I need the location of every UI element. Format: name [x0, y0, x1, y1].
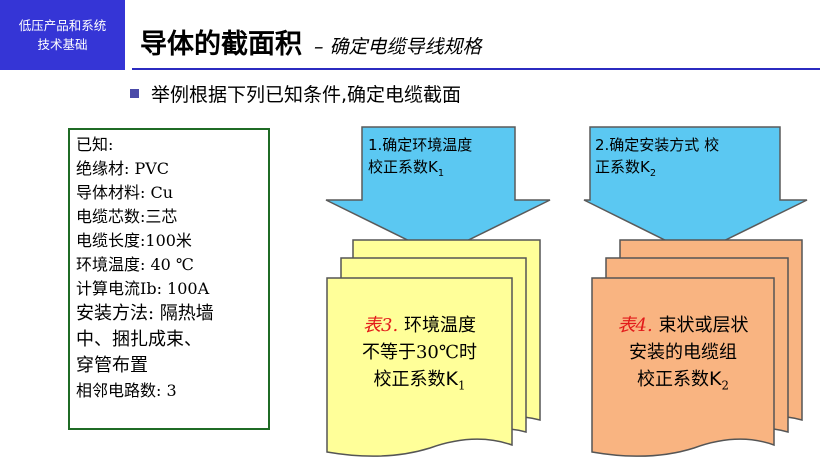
step-1-arrow-icon — [325, 126, 551, 256]
known-conditions-box: 已知: 绝缘材: PVC 导体材料: Cu 电缆芯数:三芯 电缆长度:100米 … — [68, 128, 270, 430]
table-3-text: 表3. 环境温度 不等于30℃时 校正系数K1 — [327, 312, 512, 400]
title-main: 导体的截面积 — [140, 29, 302, 60]
known-item-install-1: 安装方法: 隔热墙 — [76, 303, 214, 324]
known-heading: 已知: — [76, 135, 114, 154]
step-1-line-2: 校正系数K1 — [368, 158, 445, 179]
table-3-line-2: 不等于30℃时 — [361, 342, 478, 363]
title-sub: – 确定电缆导线规格 — [314, 36, 482, 58]
step-2-line-2: 正系数K2 — [595, 158, 657, 179]
known-item-conductor: 导体材料: Cu — [76, 183, 174, 202]
table-4-line-1: 表4. 束状或层状 — [617, 315, 749, 336]
known-item-insulation: 绝缘材: PVC — [76, 159, 170, 178]
known-item-install-3: 穿管布置 — [76, 355, 148, 376]
step-2-arrow-icon — [583, 126, 808, 256]
table-3-line-1: 表3. 环境温度 — [363, 315, 476, 336]
bullet-row: 举例根据下列已知条件,确定电缆截面 — [130, 80, 461, 107]
known-item-temperature: 环境温度: 40 ℃ — [76, 255, 194, 274]
table-4-text: 表4. 束状或层状 安装的电缆组 校正系数K2 — [592, 312, 774, 400]
known-item-circuits: 相邻电路数: 3 — [76, 381, 177, 400]
step-1-line-1: 1.确定环境温度 — [368, 136, 473, 154]
page-title: 导体的截面积 – 确定电缆导线规格 — [140, 22, 482, 61]
logo: 低压产品和系统 技术基础 — [0, 0, 125, 70]
step-2-line-1: 2.确定安装方式 校 — [595, 136, 720, 154]
table-3-doc-front — [326, 277, 513, 457]
bullet-square-icon — [130, 89, 139, 98]
table-4-line-2: 安装的电缆组 — [629, 342, 737, 363]
known-item-current: 计算电流Ib: 100A — [76, 279, 210, 298]
title-underline — [132, 68, 820, 70]
table-3-line-3: 校正系数K1 — [373, 368, 466, 393]
bullet-text: 举例根据下列已知条件,确定电缆截面 — [151, 84, 462, 106]
table-3-name: 表3. — [363, 315, 399, 336]
logo-line-2: 技术基础 — [37, 37, 88, 52]
known-item-cores: 电缆芯数:三芯 — [76, 207, 178, 226]
known-item-length: 电缆长度:100米 — [76, 231, 192, 250]
table-4-doc-front — [591, 277, 775, 457]
table-4-name: 表4. — [617, 315, 653, 336]
table-4-line-3: 校正系数K2 — [637, 368, 729, 393]
step-1-label: 1.确定环境温度 校正系数K1 — [368, 134, 472, 185]
known-item-install-2: 中、捆扎成束、 — [76, 329, 202, 350]
step-2-label: 2.确定安装方式 校 正系数K2 — [595, 134, 719, 185]
logo-line-1: 低压产品和系统 — [18, 18, 107, 33]
